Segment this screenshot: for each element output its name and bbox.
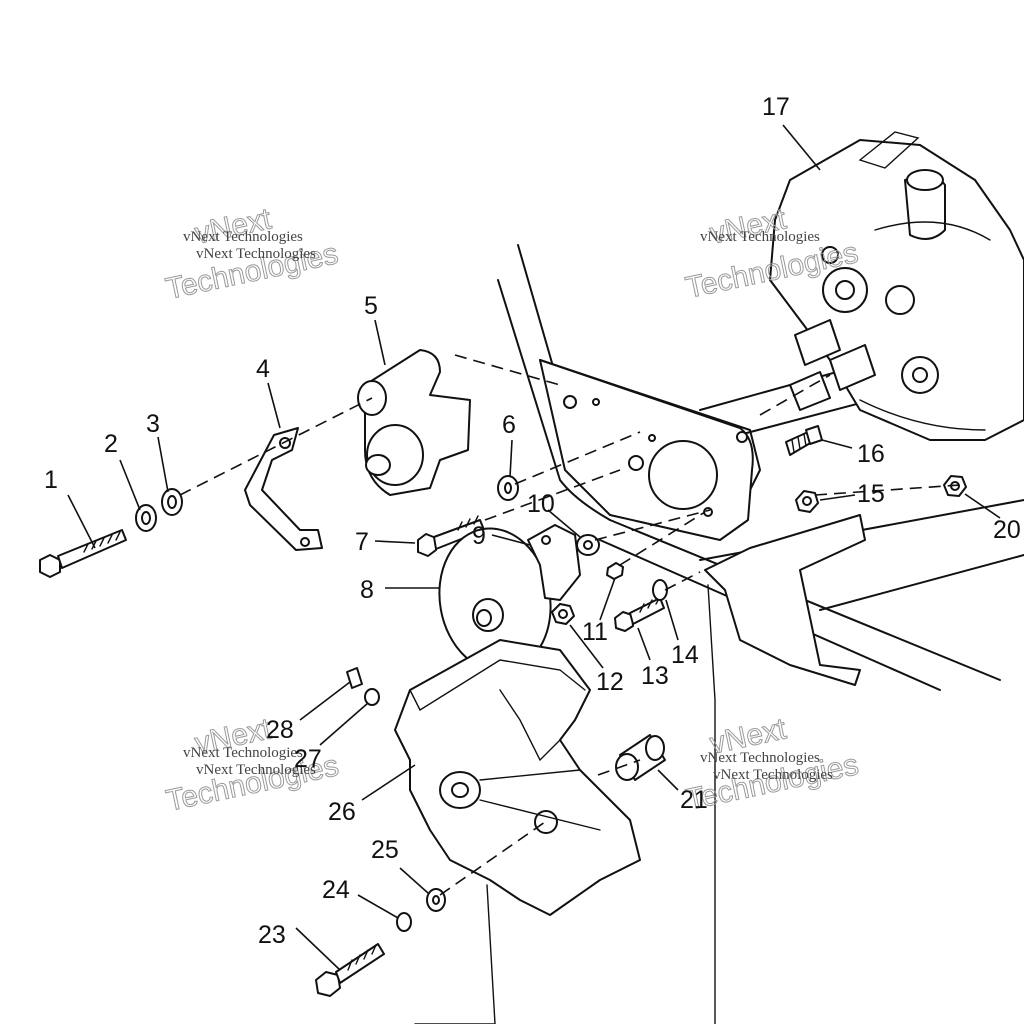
- nut-12: [551, 603, 575, 625]
- spacer-21: [615, 734, 666, 781]
- callout-13: 13: [641, 662, 669, 690]
- washer-27: [364, 688, 380, 706]
- callout-24: 24: [322, 876, 350, 904]
- callout-17: 17: [762, 93, 790, 121]
- nut-15: [795, 490, 819, 513]
- callout-4: 4: [256, 355, 270, 383]
- callout-6: 6: [502, 411, 516, 439]
- callout-26: 26: [328, 798, 356, 826]
- callouts: 1 2 3 4 5 6 7 8 9 10 11 12 13 14 15 16 1…: [44, 93, 1021, 949]
- nut-11: [606, 562, 624, 580]
- callout-5: 5: [364, 292, 378, 320]
- callout-2: 2: [104, 430, 118, 458]
- washer-14: [652, 579, 668, 601]
- assembly-lines: [179, 354, 961, 1024]
- callout-12: 12: [596, 668, 624, 696]
- washer-2: [135, 504, 157, 532]
- watermark-line: vNext Technologies: [183, 229, 303, 245]
- callout-8: 8: [360, 576, 374, 604]
- bolt-23: [315, 943, 385, 997]
- callout-1: 1: [44, 466, 58, 494]
- watermark-line: vNext Technologies: [183, 745, 303, 761]
- watermark-line: vNext Technologies: [713, 767, 833, 783]
- callout-7: 7: [355, 528, 369, 556]
- belt-guard: [394, 639, 641, 916]
- watermark-line: vNext Technologies: [700, 750, 820, 766]
- washer-24: [396, 912, 412, 932]
- rail-bracket: [704, 514, 866, 686]
- callout-27: 27: [294, 745, 322, 773]
- callout-11: 11: [582, 618, 608, 646]
- bracket-assembly: [357, 349, 471, 496]
- washer-25: [426, 888, 446, 912]
- callout-14: 14: [671, 641, 699, 669]
- screw-28: [346, 667, 363, 689]
- callout-28: 28: [266, 716, 294, 744]
- callout-15: 15: [857, 480, 885, 508]
- watermark-line: vNext Technologies: [196, 762, 316, 778]
- bolt-13: [614, 596, 665, 632]
- callout-23: 23: [258, 921, 286, 949]
- washer-10: [576, 534, 600, 556]
- callout-21: 21: [680, 786, 708, 814]
- callout-10: 10: [527, 490, 555, 518]
- watermark-line: vNext Technologies: [196, 246, 316, 262]
- leader-lines: [67, 124, 1001, 971]
- watermark-line: vNext Technologies: [700, 229, 820, 245]
- washer-3: [161, 488, 183, 516]
- washer-6: [497, 475, 519, 501]
- bolt-1: [39, 529, 127, 578]
- gearbox: [769, 131, 1024, 441]
- bent-bracket: [244, 427, 323, 551]
- callout-20: 20: [993, 516, 1021, 544]
- bolt-7: [417, 515, 485, 557]
- small-bracket: [527, 524, 581, 601]
- callout-9: 9: [472, 522, 486, 550]
- callout-16: 16: [857, 440, 885, 468]
- mounting-plate: [539, 359, 754, 541]
- callout-3: 3: [146, 410, 160, 438]
- bolt-16: [785, 425, 823, 456]
- callout-25: 25: [371, 836, 399, 864]
